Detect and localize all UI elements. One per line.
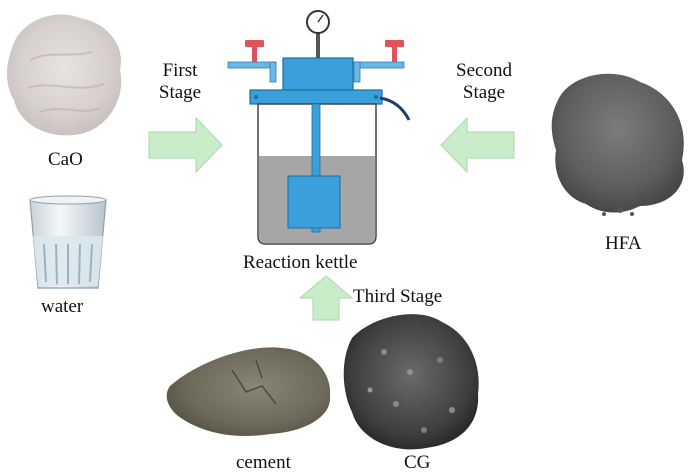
- left-valve-icon: [245, 40, 264, 62]
- third-stage-arrow: [298, 275, 354, 321]
- second-stage-label: Second Stage: [448, 60, 520, 104]
- pressure-gauge-icon: [306, 10, 330, 58]
- right-valve-icon: [385, 40, 404, 62]
- first-stage-label: First Stage: [152, 60, 208, 104]
- water-glass-image: [29, 195, 107, 289]
- hfa-label: HFA: [605, 233, 642, 254]
- reaction-kettle-label: Reaction kettle: [243, 252, 358, 273]
- second-stage-line2: Stage: [462, 82, 506, 103]
- cement-label: cement: [236, 452, 291, 473]
- cg-label: CG: [404, 452, 431, 473]
- reaction-kettle: [227, 10, 411, 245]
- cg-granules-image: [343, 314, 479, 450]
- first-stage-line1: First: [162, 60, 198, 81]
- water-label: water: [41, 296, 84, 317]
- first-stage-arrow: [148, 116, 223, 174]
- cement-powder-image: [166, 347, 331, 436]
- third-stage-label: Third Stage: [353, 286, 443, 307]
- cao-powder-image: [7, 14, 122, 136]
- cao-label: CaO: [48, 149, 83, 170]
- hfa-powder-image: [551, 73, 684, 216]
- second-stage-line1: Second: [456, 60, 512, 81]
- second-stage-arrow: [440, 116, 515, 174]
- first-stage-line2: Stage: [158, 82, 202, 103]
